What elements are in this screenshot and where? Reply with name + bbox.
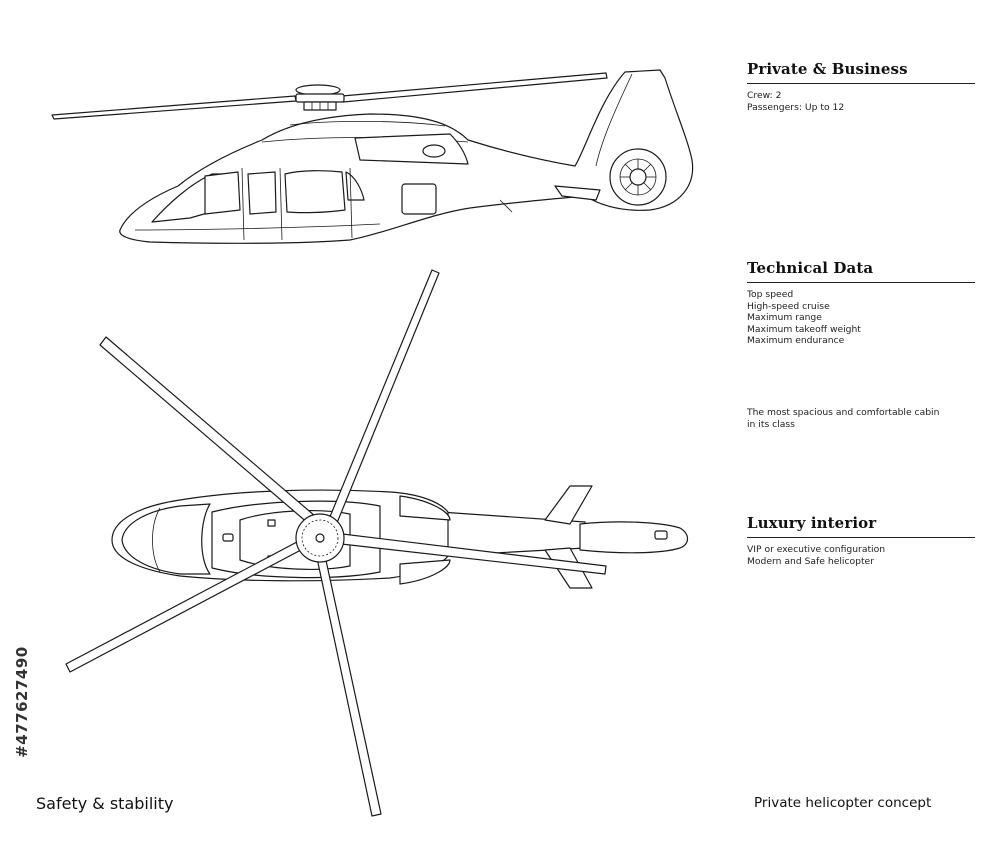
helicopter-side-view [51,69,694,244]
side-cabin-window-1 [284,170,346,214]
section-title: Technical Data [747,259,975,283]
side-tail-fin-edge [595,73,633,167]
spec-line: Crew: 2 [747,90,782,101]
caption-concept: Private helicopter concept [754,795,932,811]
side-rotor-hub [295,84,345,111]
section-title: Luxury interior [747,514,975,538]
top-nose-canopy [121,503,211,575]
note-line: The most spacious and comfortable cabin [747,407,940,418]
side-door-window-1 [204,171,241,215]
caption-safety: Safety & stability [36,794,174,813]
cabin-note: The most spacious and comfortable cabin … [747,407,967,430]
section-private-business: Private & Business Crew: 2 Passengers: U… [747,60,975,113]
side-baggage-hatch [401,183,437,215]
spec-line: VIP or executive configuration [747,544,886,555]
side-engine-intake [354,133,469,165]
spec-line: Maximum range [747,312,822,323]
top-rotor-hub [295,513,345,563]
spec-line: Maximum takeoff weight [747,323,861,335]
section-luxury-interior: Luxury interior VIP or executive configu… [747,514,975,567]
top-stabilizer-upper [544,485,593,525]
top-rotor-blade-4 [313,541,382,817]
spec-line: Passengers: Up to 12 [747,101,845,113]
side-fenestron [609,148,667,206]
spec-line: High-speed cruise [747,300,830,312]
stock-id-label: #477627490 [12,612,32,792]
section-technical-data: Technical Data Top speed High-speed crui… [747,259,975,347]
note-line: in its class [747,418,795,430]
spec-line: Maximum endurance [747,335,845,346]
side-stabilizer [554,185,601,201]
stock-id-text: #477627490 [13,646,31,758]
spec-line: Top speed [747,289,794,300]
side-rotor-blade-left [51,95,297,120]
spec-line: Modern and Safe helicopter [747,555,874,567]
side-door-window-2 [247,171,277,215]
helicopter-top-view [65,269,689,817]
top-tail-fin [579,521,689,554]
section-title: Private & Business [747,60,975,84]
side-rotor-blade-right [341,72,608,103]
